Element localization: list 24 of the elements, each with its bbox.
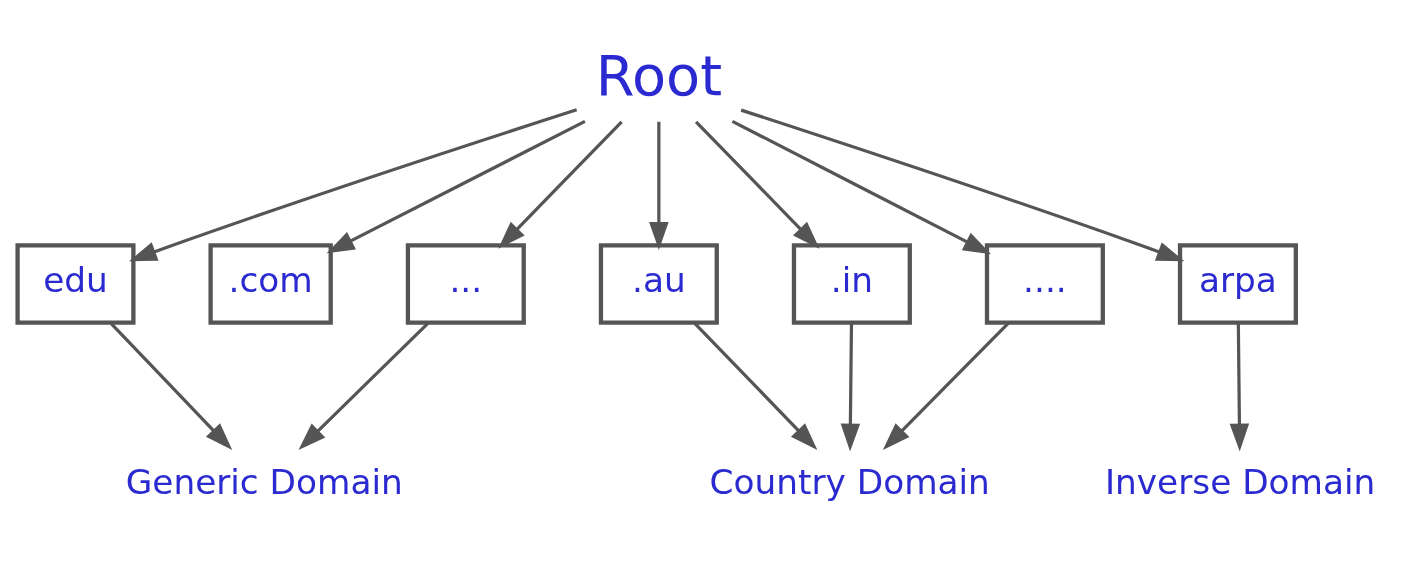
node-box: .au — [598, 242, 719, 325]
node-text: Inverse Domain — [1104, 461, 1375, 502]
node-box: ... — [405, 242, 526, 325]
arrow — [740, 108, 1184, 261]
arrow — [497, 120, 623, 249]
arrow — [298, 321, 429, 450]
arrow — [882, 321, 1009, 450]
arrow — [128, 107, 577, 261]
arrow — [1229, 322, 1249, 451]
arrow — [731, 119, 991, 254]
node-box: .... — [984, 242, 1105, 325]
arrow — [326, 119, 586, 253]
arrow — [693, 321, 817, 450]
arrow — [109, 321, 232, 450]
node-text: Country Domain — [709, 461, 990, 502]
arrow — [840, 322, 860, 451]
node-text: Generic Domain — [125, 461, 403, 502]
arrow — [648, 121, 669, 250]
node-box: .com — [207, 242, 333, 325]
node-box: edu — [14, 242, 136, 325]
node-box: arpa — [1177, 242, 1298, 325]
node-box: .in — [791, 242, 912, 325]
node-text: Root — [595, 42, 722, 108]
arrow — [694, 120, 819, 249]
